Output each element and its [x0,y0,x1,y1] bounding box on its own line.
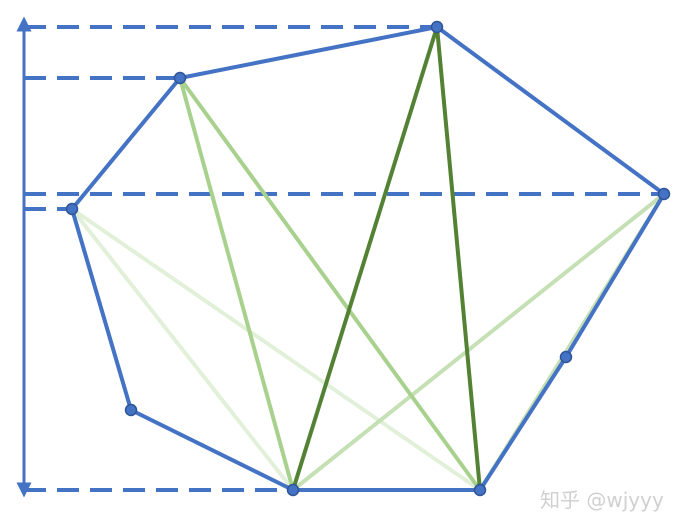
polygon-outline [70,25,666,492]
vertex-v-right [657,187,671,201]
vertices [65,20,671,497]
vertex-v-upper-left [173,71,187,85]
diagonal-v-upper-left-v-bottom-right [178,76,482,492]
vertex-v-top [430,20,444,34]
diagonal-v-top-v-bottom-right [435,25,482,492]
vertex-v-lower-left [124,403,138,417]
diagonal-v-left-v-bottom-left [70,207,295,492]
guide-lines [24,25,664,492]
vertex-v-lower-right [559,350,573,364]
watermark: 知乎 @wjyyy [540,488,664,512]
diagonal-v-top-v-bottom-left [291,25,439,492]
diagonals [70,25,666,492]
diagonal-v-left-v-bottom-right [70,207,482,492]
diagonal-v-bottom-left-v-right [291,192,666,492]
vertex-v-bottom-right [473,483,487,497]
vertex-v-bottom-left [286,483,300,497]
vertex-v-left [65,202,79,216]
diagonal-v-upper-left-v-bottom-left [178,76,295,492]
